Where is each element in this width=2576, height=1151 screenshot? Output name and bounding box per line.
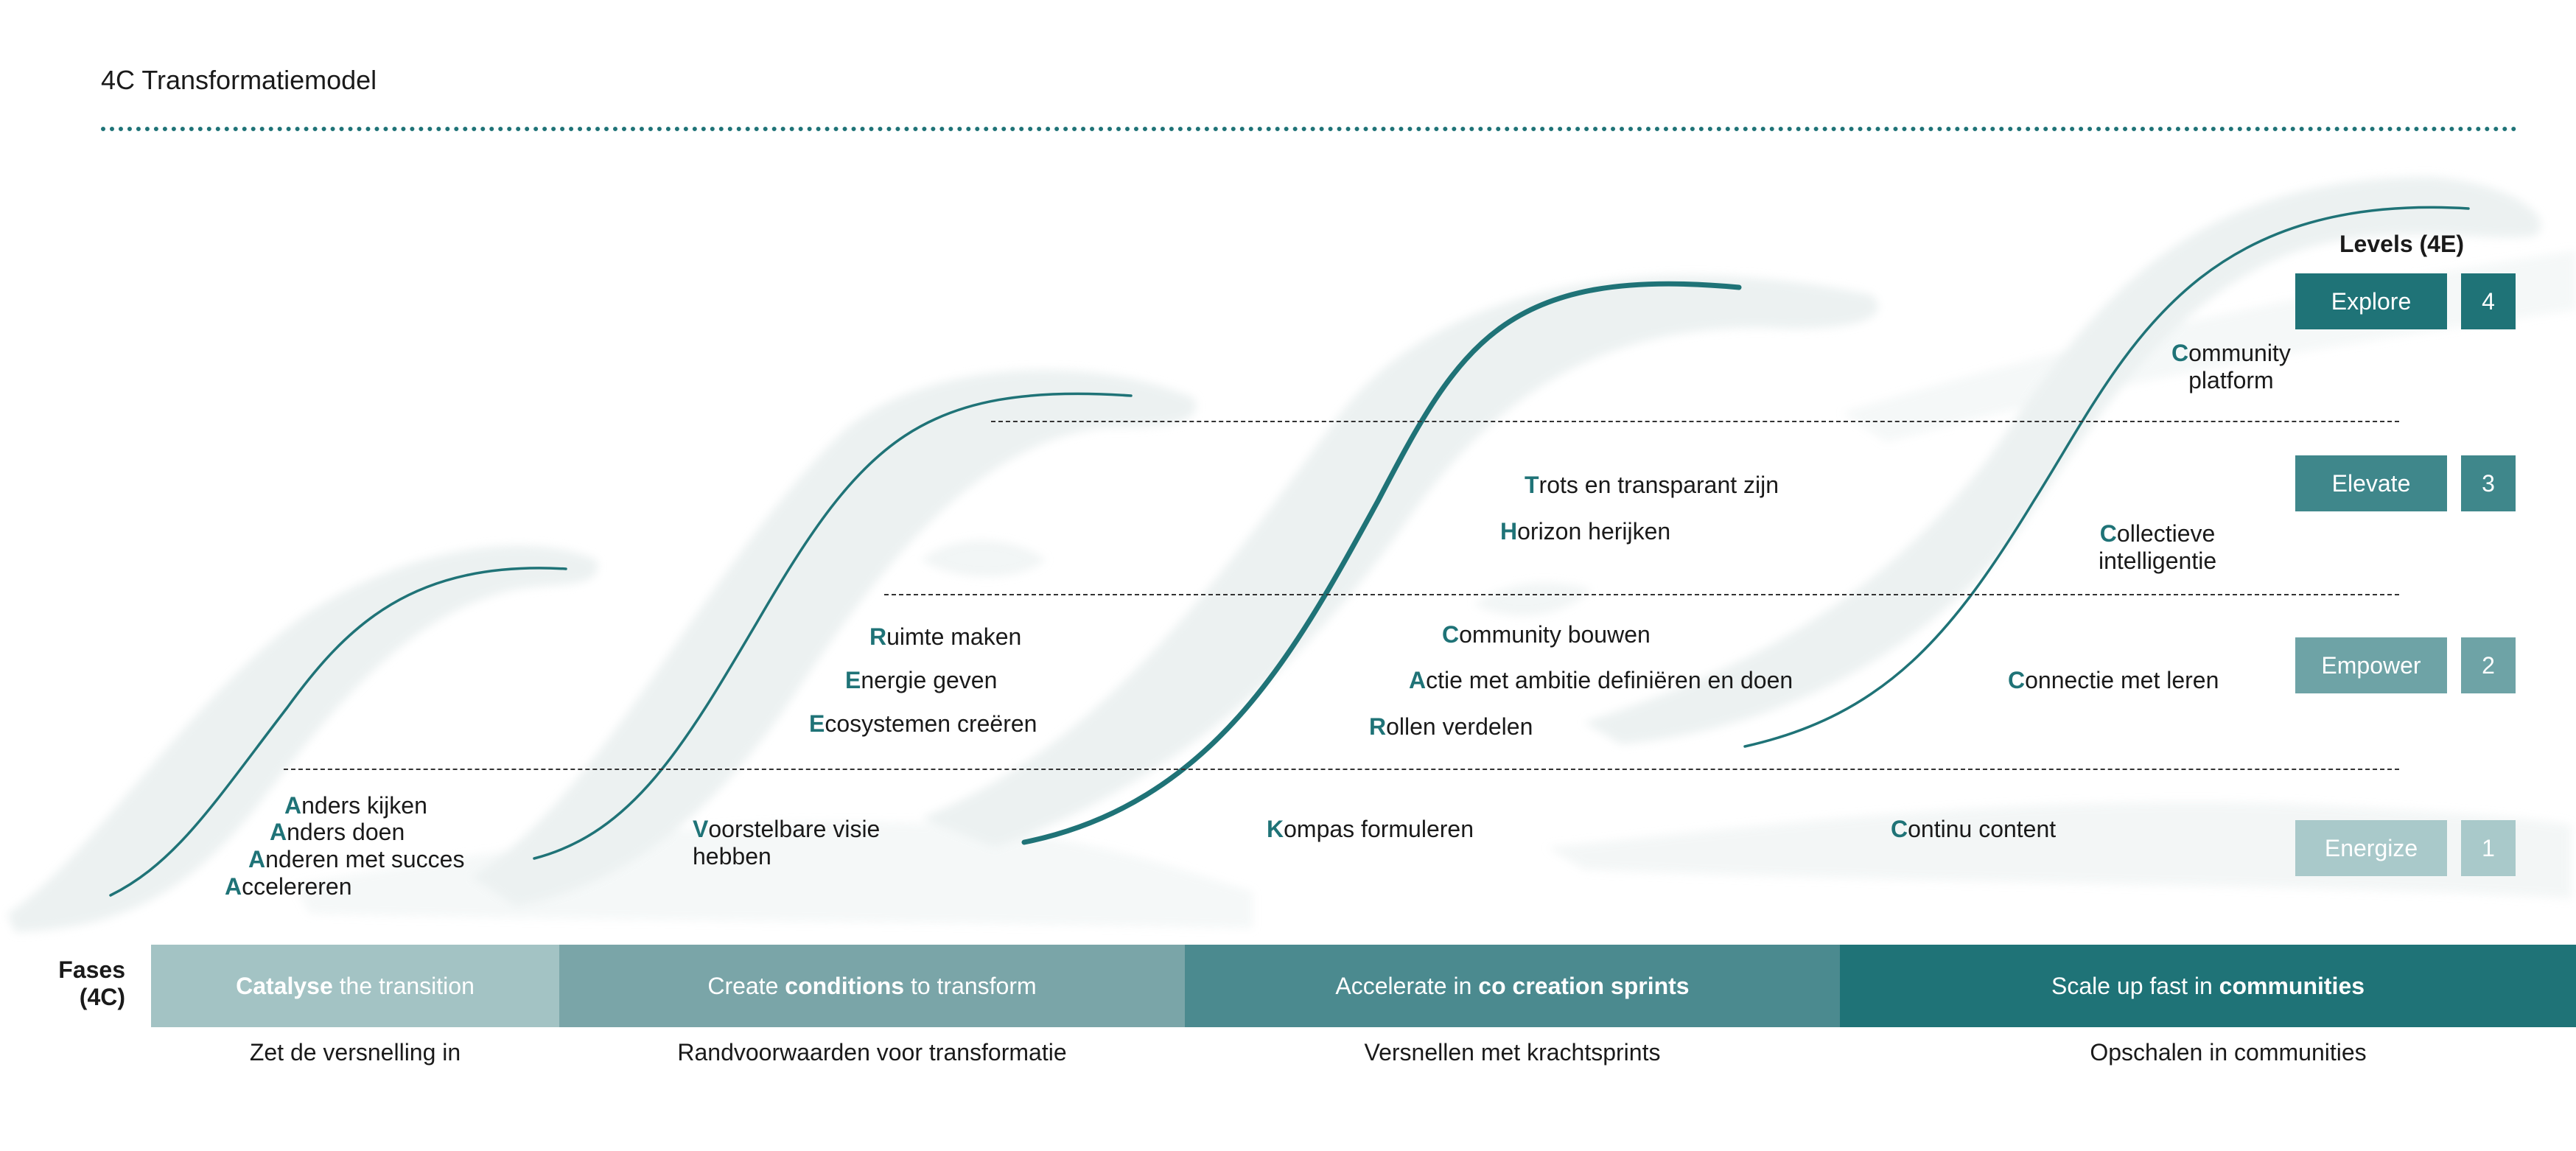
phase-accelerate-subtitle: Versnellen met krachtsprints bbox=[1364, 1039, 1661, 1066]
level-divider-4-3 bbox=[991, 421, 2399, 422]
level-divider-3-2 bbox=[884, 594, 2399, 595]
wave-shape-4 bbox=[1584, 177, 2541, 744]
wave-shape-2 bbox=[472, 370, 1197, 907]
wave-shape-6 bbox=[295, 822, 1253, 928]
level-number-1: 1 bbox=[2461, 820, 2516, 876]
fases-label-line-2: (4C) bbox=[79, 984, 125, 1010]
phase-accelerate: Accelerate in co creation sprints bbox=[1185, 945, 1840, 1027]
level-energize: Energize bbox=[2295, 820, 2447, 876]
label-trots-en-transparant: Trots en transparant zijn bbox=[1525, 472, 1779, 498]
label-connectie-met-leren: Connectie met leren bbox=[2008, 667, 2219, 693]
title-divider bbox=[101, 127, 2518, 131]
fases-label-line-1: Fases bbox=[58, 956, 125, 983]
label-anderen-met-succes: Anderen met succes bbox=[248, 846, 465, 872]
label-anders-doen: Anders doen bbox=[270, 819, 405, 845]
phase-create: Create conditions to transform bbox=[559, 945, 1185, 1027]
phase-scale-up: Scale up fast in communities bbox=[1840, 945, 2576, 1027]
wave-curve-4 bbox=[1743, 206, 2470, 748]
wave-shape-3 bbox=[921, 275, 1879, 847]
level-divider-2-1 bbox=[284, 769, 2399, 770]
label-rollen-verdelen: Rollen verdelen bbox=[1369, 713, 1533, 740]
level-number-2: 2 bbox=[2461, 637, 2516, 693]
label-kompas-formuleren: Kompas formuleren bbox=[1267, 816, 1474, 842]
level-explore: Explore bbox=[2295, 273, 2447, 329]
levels-title: Levels (4E) bbox=[2339, 231, 2464, 257]
phase-create-subtitle: Randvoorwaarden voor transformatie bbox=[677, 1039, 1067, 1066]
level-elevate: Elevate bbox=[2295, 455, 2447, 511]
wave-curve-3 bbox=[1021, 281, 1742, 845]
page-title: 4C Transformatiemodel bbox=[101, 65, 377, 95]
phase-catalyse-subtitle: Zet de versnelling in bbox=[249, 1039, 461, 1066]
label-continu-content: Continu content bbox=[1891, 816, 2057, 842]
label-energie-geven: Energie geven bbox=[845, 667, 998, 693]
level-number-3: 3 bbox=[2461, 455, 2516, 511]
wave-curve-1 bbox=[109, 567, 567, 897]
level-number-4: 4 bbox=[2461, 273, 2516, 329]
phase-catalyse: Catalyse the transition bbox=[151, 945, 559, 1027]
label-horizon-herijken: Horizon herijken bbox=[1500, 518, 1671, 545]
label-community-bouwen: Community bouwen bbox=[1442, 621, 1651, 648]
label-actie-met-ambitie: Actie met ambitie definiëren en doen bbox=[1409, 667, 1793, 693]
wave-curve-2 bbox=[533, 392, 1133, 860]
label-anders-kijken: Anders kijken bbox=[284, 792, 427, 819]
wave-shape-9 bbox=[1474, 583, 1592, 616]
label-accelereren: Accelereren bbox=[225, 873, 352, 900]
label-ecosystemen-creeren: Ecosystemen creëren bbox=[809, 710, 1037, 737]
phase-scale-up-subtitle: Opschalen in communities bbox=[2090, 1039, 2367, 1066]
wave-shape-1 bbox=[7, 545, 598, 932]
label-ruimte-maken: Ruimte maken bbox=[869, 623, 1022, 650]
level-empower: Empower bbox=[2295, 637, 2447, 693]
fases-label: Fases (4C) bbox=[44, 956, 125, 1011]
wave-shape-8 bbox=[921, 540, 1046, 577]
